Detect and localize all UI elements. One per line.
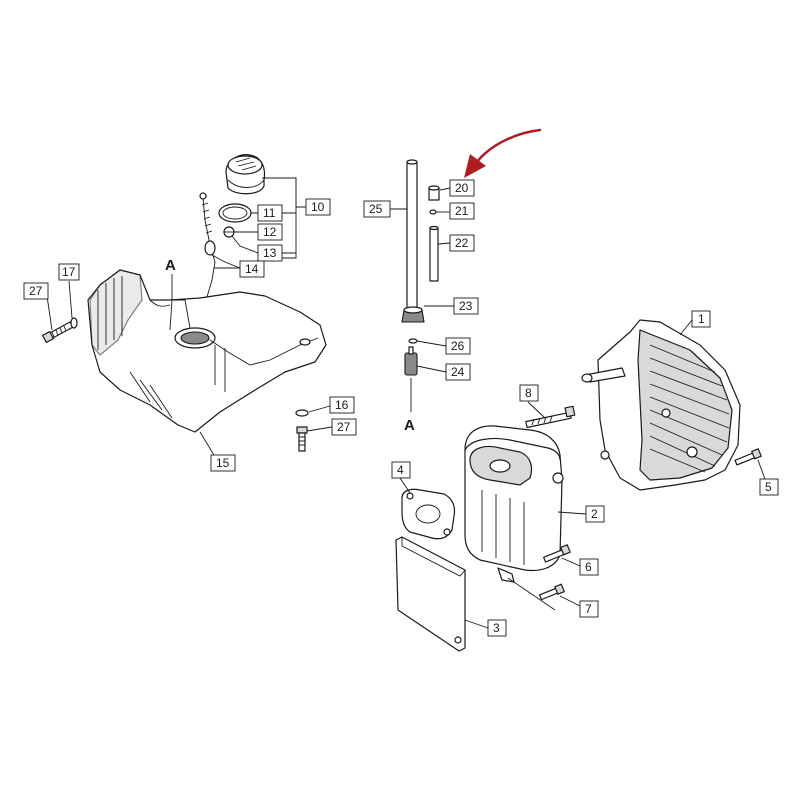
hose-fitting[interactable] [428,185,440,201]
callout-8: 8 [519,384,539,402]
heat-shield[interactable] [581,319,741,491]
callout-23: 23 [453,297,479,315]
bolt-8[interactable] [525,405,576,429]
callout-20: 20 [449,179,475,197]
callout-22: 22 [449,234,475,252]
callout-4: 4 [391,461,411,479]
callout-3: 3 [487,619,507,637]
svg-text:8: 8 [525,386,532,400]
hose-clip-small[interactable] [429,209,437,215]
o-ring[interactable] [218,203,252,223]
fuel-hose[interactable] [406,159,418,309]
callout-6: 6 [579,558,599,576]
gasket[interactable] [401,488,456,540]
callout-5: 5 [759,478,779,496]
callout-11: 11 [257,204,283,222]
callout-24: 24 [445,363,471,381]
fuel-tank[interactable] [87,269,327,433]
svg-text:3: 3 [493,621,500,635]
washer-left[interactable] [70,317,78,329]
callout-1: 1 [691,310,711,328]
grommet[interactable] [401,306,425,323]
reference-letter-a-hose: A [404,417,415,434]
svg-text:24: 24 [451,365,465,379]
fuel-filter[interactable] [404,346,418,376]
fuel-cap[interactable] [225,154,266,195]
muffler[interactable] [464,425,564,583]
callout-12: 12 [257,223,283,241]
bolt-bottom[interactable] [296,426,308,452]
hose-clip[interactable] [408,338,418,344]
callout-25: 25 [363,200,391,218]
retaining-cord[interactable] [199,192,216,298]
callout-2: 2 [585,505,605,523]
svg-text:15: 15 [216,456,230,470]
svg-text:2: 2 [591,507,598,521]
callout-15: 15 [210,454,236,472]
reference-letter-a-tank: A [165,257,176,274]
washer-bottom[interactable] [295,409,309,417]
callout-27-bottom: 27 [331,418,357,436]
svg-text:27: 27 [337,420,351,434]
svg-text:6: 6 [585,560,592,574]
bolt-5[interactable] [734,448,762,466]
callout-16: 16 [329,396,355,414]
callout-14: 14 [239,260,265,278]
svg-text:21: 21 [455,204,469,218]
svg-text:5: 5 [765,480,772,494]
callout-7: 7 [579,600,599,618]
svg-text:4: 4 [397,463,404,477]
leader-lines [46,177,767,629]
svg-text:25: 25 [369,202,383,216]
callout-10: 10 [305,198,331,216]
svg-text:11: 11 [263,206,276,220]
svg-text:22: 22 [455,236,469,250]
callout-27-left: 27 [23,282,49,300]
bolt-left[interactable] [41,321,74,344]
svg-text:14: 14 [245,262,259,276]
svg-text:7: 7 [585,602,592,616]
svg-text:10: 10 [311,200,325,214]
bolt-7[interactable] [539,583,565,601]
svg-text:20: 20 [455,181,469,195]
svg-text:23: 23 [459,299,473,313]
callout-13: 13 [257,244,283,262]
svg-text:27: 27 [29,284,43,298]
svg-text:12: 12 [263,225,277,239]
bolt-6[interactable] [543,544,571,563]
highlight-arrow [464,128,542,178]
retaining-screw[interactable] [223,226,235,238]
svg-text:26: 26 [451,339,465,353]
callout-21: 21 [449,202,475,220]
muffler-plate[interactable] [395,536,466,652]
svg-text:17: 17 [62,265,76,279]
callout-17: 17 [58,263,80,281]
svg-text:1: 1 [698,312,705,326]
callout-26: 26 [445,337,471,355]
svg-text:13: 13 [263,246,277,260]
fuel-hose-short[interactable] [429,225,439,282]
svg-text:16: 16 [335,398,349,412]
